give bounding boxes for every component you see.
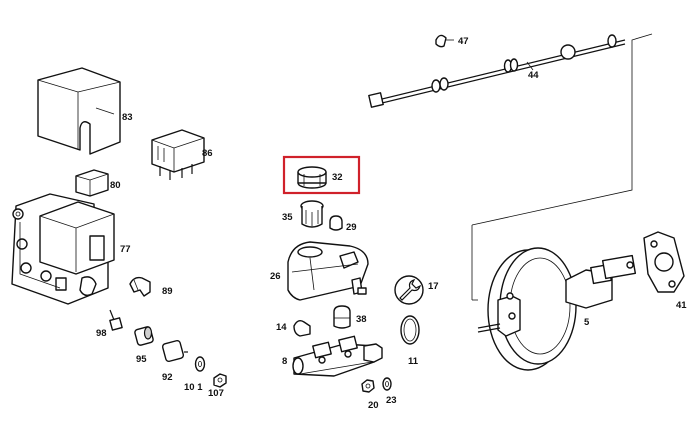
label-86: 86 bbox=[202, 148, 213, 159]
part-17-repair-kit bbox=[394, 275, 424, 345]
label-26: 26 bbox=[270, 271, 281, 282]
label-77: 77 bbox=[120, 244, 131, 255]
label-5: 5 bbox=[584, 317, 590, 328]
part-5-brake-booster bbox=[477, 247, 637, 371]
part-44-rod-assembly bbox=[368, 34, 626, 108]
label-83: 83 bbox=[122, 112, 133, 123]
part-41-gasket bbox=[643, 231, 685, 293]
part-101-washer bbox=[194, 356, 206, 372]
part-23-washer bbox=[382, 377, 392, 391]
label-89: 89 bbox=[162, 286, 173, 297]
part-20-nut bbox=[361, 379, 375, 393]
label-80: 80 bbox=[110, 180, 121, 191]
label-107: 107 bbox=[208, 388, 224, 399]
part-98-bolt bbox=[109, 309, 123, 331]
label-11: 11 bbox=[408, 356, 419, 367]
label-17: 17 bbox=[428, 281, 439, 292]
part-38-grommet bbox=[333, 305, 351, 329]
highlight-box-32 bbox=[282, 155, 361, 195]
part-29-plug bbox=[329, 215, 343, 231]
label-38: 38 bbox=[356, 314, 367, 325]
label-20: 20 bbox=[368, 400, 379, 411]
label-92: 92 bbox=[162, 372, 173, 383]
part-86-relay bbox=[151, 129, 205, 180]
label-23: 23 bbox=[386, 395, 397, 406]
part-14-seal bbox=[293, 319, 311, 337]
part-35-filler-neck bbox=[300, 200, 324, 228]
label-32: 32 bbox=[332, 172, 343, 183]
label-35: 35 bbox=[282, 212, 293, 223]
part-32-cap bbox=[297, 166, 327, 189]
part-107-nut bbox=[213, 373, 227, 388]
label-98: 98 bbox=[96, 328, 107, 339]
label-101: 10 1 bbox=[184, 382, 203, 393]
label-29: 29 bbox=[346, 222, 357, 233]
label-95: 95 bbox=[136, 354, 147, 365]
label-8: 8 bbox=[282, 356, 287, 367]
label-41: 41 bbox=[676, 300, 687, 311]
label-14: 14 bbox=[276, 322, 287, 333]
label-44: 44 bbox=[528, 70, 539, 81]
callout-labels: 47 44 83 86 80 77 89 98 95 92 10 1 107 3… bbox=[96, 36, 687, 411]
part-47-clip bbox=[435, 34, 454, 48]
part-95-bushing bbox=[134, 326, 154, 346]
part-83-cover bbox=[37, 67, 121, 155]
part-89-bracket bbox=[129, 276, 151, 297]
label-47: 47 bbox=[458, 36, 469, 47]
part-77-hydraulic-unit bbox=[11, 193, 115, 305]
part-26-reservoir bbox=[287, 241, 369, 301]
part-80-relay bbox=[75, 169, 109, 197]
part-92-mount bbox=[161, 339, 188, 363]
booster-outline-box bbox=[471, 33, 653, 301]
part-8-master-cylinder bbox=[292, 335, 383, 377]
